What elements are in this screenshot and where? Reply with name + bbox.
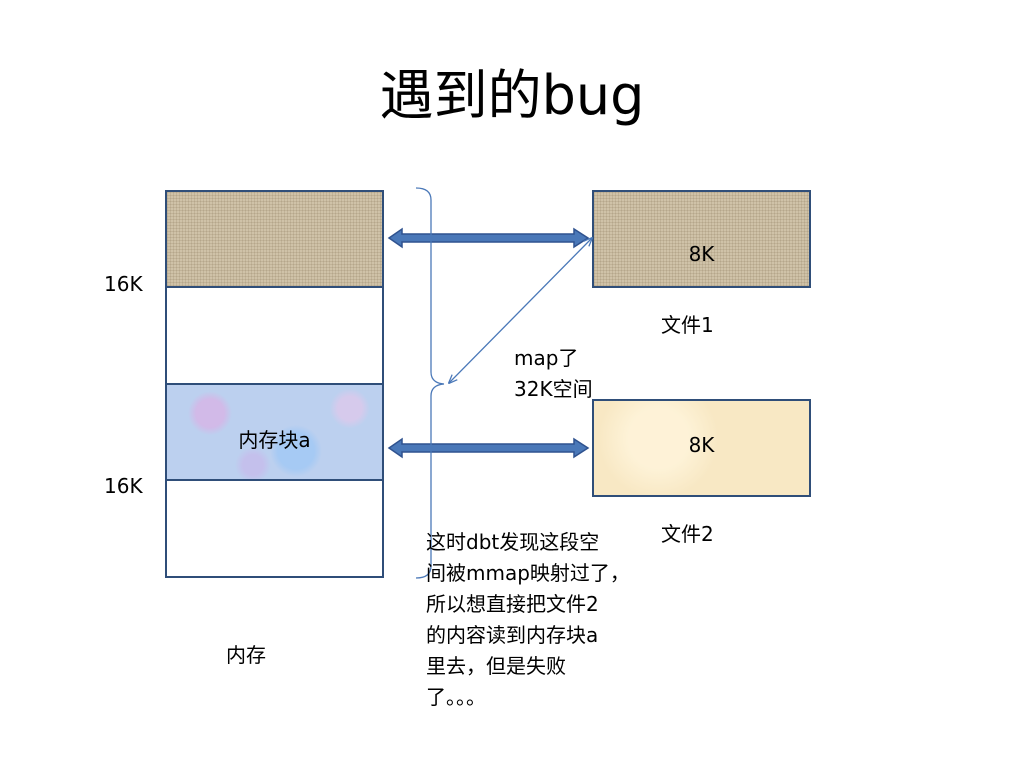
file2-size-label: 8K bbox=[688, 433, 715, 457]
memory-block-a-label: 内存块a bbox=[238, 428, 311, 452]
map-range-brace bbox=[415, 187, 445, 579]
memory-block-a: 内存块a bbox=[165, 383, 384, 481]
explanation-line: 间被mmap映射过了， bbox=[426, 561, 630, 585]
explanation-line: 这时dbt发现这段空 bbox=[426, 530, 600, 554]
memory-region-top-empty bbox=[165, 286, 384, 385]
file2-caption: 文件2 bbox=[661, 522, 714, 546]
map-note-line: map了 bbox=[514, 346, 579, 370]
file1-size-label: 8K bbox=[688, 242, 715, 266]
explanation-text: 这时dbt发现这段空 间被mmap映射过了， 所以想直接把文件2 的内容读到内存… bbox=[426, 527, 630, 713]
file1-block: 8K bbox=[592, 190, 811, 288]
map-note-line: 32K空间 bbox=[514, 377, 593, 401]
double-arrow-file2 bbox=[387, 437, 590, 459]
map-diagonal-arrow bbox=[449, 238, 592, 383]
file2-block: 8K bbox=[592, 399, 811, 497]
map-note: map了 32K空间 bbox=[514, 343, 593, 405]
file1-caption: 文件1 bbox=[661, 313, 714, 337]
explanation-line: 的内容读到内存块a bbox=[426, 623, 599, 647]
memory-region-bottom-empty bbox=[165, 479, 384, 578]
double-arrow-file1 bbox=[387, 227, 590, 249]
explanation-line: 里去，但是失败 bbox=[426, 654, 566, 678]
memory-caption: 内存 bbox=[226, 643, 266, 667]
size-label-top: 16K bbox=[104, 272, 143, 296]
memory-mapped-region-top bbox=[165, 190, 384, 288]
slide-title: 遇到的bug bbox=[379, 64, 645, 127]
size-label-bottom: 16K bbox=[104, 474, 143, 498]
explanation-line: 了。。。 bbox=[426, 685, 486, 709]
explanation-line: 所以想直接把文件2 bbox=[426, 592, 599, 616]
